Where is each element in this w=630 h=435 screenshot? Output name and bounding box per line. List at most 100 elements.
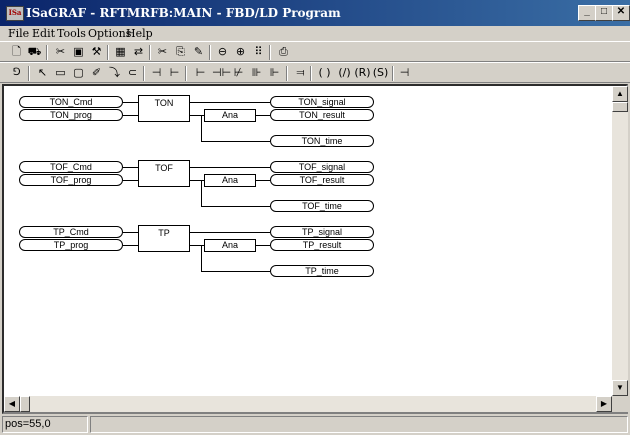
wire [201,245,202,271]
function-block[interactable]: TON [138,95,190,122]
rail-left-icon[interactable]: ⊣ [151,66,162,79]
vertical-scrollbar[interactable]: ▲ ▼ [612,86,628,396]
input-variable[interactable]: TOF_prog [19,174,123,186]
menu-bar: File Edit Tools Options Help [0,26,630,42]
copy-icon[interactable]: ⎘ [176,45,185,58]
monitor-icon[interactable]: ▣ [73,45,84,58]
menu-options[interactable]: Options [88,27,132,40]
wire [123,232,138,233]
wire [123,167,138,168]
menu-edit[interactable]: Edit [32,27,56,40]
coil-reset-icon[interactable]: (R) [354,66,371,79]
ld-icon[interactable]: ⅁ [12,67,21,78]
scroll-up-button[interactable]: ▲ [612,86,628,102]
comment-icon[interactable]: ✐ [91,66,102,79]
scroll-down-button[interactable]: ▼ [612,380,628,396]
rail-right-icon[interactable]: ⊢ [169,66,180,79]
horizontal-scrollbar[interactable]: ◀ ▶ [4,396,612,412]
print-icon[interactable]: ⎙ [279,45,288,58]
ld-toolbar: ⅁ ↖ ▭ ▢ ✐ ⤵ ⊂ ⊣ ⊢ ⊢ ⊣⊢ ⊬ ⊪ ⊩ ⫤ ( ) (/) (… [0,62,630,83]
menu-help[interactable]: Help [126,27,153,40]
scroll-left-button[interactable]: ◀ [4,396,20,412]
title-bar: ISa ISaGRAF - RFTMRFB:MAIN - FBD/LD Prog… [0,0,630,26]
menu-file[interactable]: File [8,27,30,40]
grid-icon[interactable]: ⠿ [254,45,263,58]
contact-icon[interactable]: ⊢ [195,66,206,79]
pointer-icon[interactable]: ↖ [37,66,48,79]
block-icon[interactable]: ▭ [55,66,66,79]
status-message [90,416,628,433]
function-block[interactable]: TOF [138,160,190,187]
function-block[interactable]: TP [138,225,190,252]
wire [190,232,270,233]
output-variable[interactable]: TON_time [270,135,374,147]
zoom-in-icon[interactable]: ⊕ [235,45,246,58]
input-variable[interactable]: TP_Cmd [19,226,123,238]
output-variable[interactable]: TP_time [270,265,374,277]
menu-tools[interactable]: Tools [57,27,86,40]
blocks-icon[interactable]: ▦ [115,45,126,58]
output-variable[interactable]: TOF_time [270,200,374,212]
output-variable[interactable]: TOF_signal [270,161,374,173]
scroll-right-button[interactable]: ▶ [596,396,612,412]
contact-pos-icon[interactable]: ⊣⊢ [212,66,232,79]
input-variable[interactable]: TOF_Cmd [19,161,123,173]
function-block-name: TON [154,98,174,108]
ana-block[interactable]: Ana [204,174,256,187]
scroll-corner [612,396,628,412]
coil-set-icon[interactable]: (S) [372,66,389,79]
wire [190,167,270,168]
open-icon[interactable]: ⛟ [27,45,42,58]
input-variable[interactable]: TON_Cmd [19,96,123,108]
wire [201,115,204,116]
output-variable[interactable]: TON_signal [270,96,374,108]
coil-neg-icon[interactable]: (/) [338,66,351,79]
cut-tool-icon[interactable]: ✂ [55,45,66,58]
wire [123,115,138,116]
coil-normal-icon[interactable]: ( ) [318,66,331,79]
minimize-button[interactable]: _ [578,5,596,21]
output-variable[interactable]: TP_signal [270,226,374,238]
close-button[interactable]: ✕ [612,5,630,21]
wire [190,180,202,181]
contact-neg-icon[interactable]: ⊬ [233,66,244,79]
input-variable[interactable]: TP_prog [19,239,123,251]
ana-block[interactable]: Ana [204,239,256,252]
right-rail-icon[interactable]: ⊣ [399,66,410,79]
new-doc-icon[interactable]: 🗋 [12,45,21,58]
wire [256,115,270,116]
horizontal-scroll-thumb[interactable] [20,396,30,412]
output-variable[interactable]: TON_result [270,109,374,121]
wire [190,102,270,103]
status-bar: pos=55,0 [0,414,630,435]
wire [201,271,270,272]
wand-icon[interactable]: ⚒ [91,45,102,58]
wire [123,245,138,246]
coil-icon[interactable]: ⊂ [127,66,138,79]
main-toolbar: 🗋 ⛟ ✂ ▣ ⚒ ▦ ⇄ ✂ ⎘ ✎ ⊖ ⊕ ⠿ ⎙ [0,41,630,62]
output-variable[interactable]: TOF_result [270,174,374,186]
brush-icon[interactable]: ✎ [193,45,204,58]
contact-not-icon[interactable]: ⊪ [251,66,262,79]
ana-block[interactable]: Ana [204,109,256,122]
maximize-button[interactable]: □ [595,5,613,21]
var-icon[interactable]: ▢ [73,66,84,79]
contact-parallel-icon[interactable]: ⊩ [269,66,280,79]
zoom-out-icon[interactable]: ⊖ [217,45,228,58]
function-block-name: TOF [155,163,173,173]
scissors-icon[interactable]: ✂ [157,45,168,58]
wire [123,102,138,103]
wire [201,180,204,181]
window-title: ISaGRAF - RFTMRFB:MAIN - FBD/LD Program [26,6,341,20]
function-block-name: TP [158,228,170,238]
output-variable[interactable]: TP_result [270,239,374,251]
corner-icon[interactable]: ⤵ [109,66,120,79]
wire [201,115,202,141]
vertical-scroll-thumb[interactable] [612,102,628,112]
branch-icon[interactable]: ⫤ [296,66,305,79]
wire [256,245,270,246]
link-icon[interactable]: ⇄ [133,45,144,58]
input-variable[interactable]: TON_prog [19,109,123,121]
